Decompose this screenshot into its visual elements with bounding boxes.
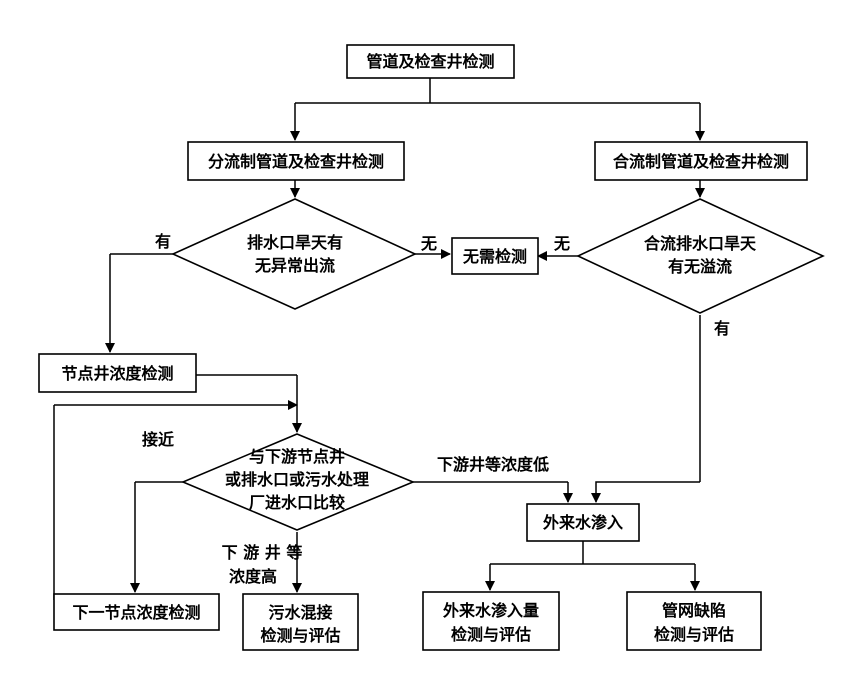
decision-overflow: 合流排水口旱天 有无溢流 <box>576 198 825 314</box>
label-downstream-high-line1: 下 游 井 等 <box>222 543 303 562</box>
decision-outlet-line2: 无异常出流 <box>254 256 335 275</box>
node-well: 节点井浓度检测 <box>38 353 197 393</box>
label-downstream-high-line2: 浓度高 <box>229 567 277 586</box>
node-infiltration-label: 外来水渗入 <box>542 513 623 532</box>
node-no-need-label: 无需检测 <box>462 247 527 266</box>
node-mixing-line2: 检测与评估 <box>260 626 340 645</box>
decision-outlet: 排水口旱天有 无异常出流 <box>171 198 417 310</box>
node-mixing: 污水混接 检测与评估 <box>242 593 359 651</box>
node-well-label: 节点井浓度检测 <box>61 364 173 383</box>
node-root: 管道及检查井检测 <box>346 44 515 79</box>
decision-overflow-line2: 有无溢流 <box>668 257 732 276</box>
node-infiltration-amount-line2: 检测与评估 <box>451 625 531 644</box>
label-close: 接近 <box>142 430 174 449</box>
label-no-left: 无 <box>420 234 437 253</box>
node-defect: 管网缺陷 检测与评估 <box>626 591 762 651</box>
node-defect-line1: 管网缺陷 <box>662 601 726 620</box>
node-next: 下一节点浓度检测 <box>53 593 220 631</box>
node-infiltration-amount: 外来水渗入量 检测与评估 <box>422 591 560 651</box>
decision-compare-line2: 或排水口或污水处理 <box>225 470 369 489</box>
node-separate-label: 分流制管道及检查井检测 <box>208 152 384 171</box>
decision-outlet-line1: 排水口旱天有 <box>247 233 343 252</box>
node-no-need: 无需检测 <box>451 237 539 275</box>
decision-overflow-line1: 合流排水口旱天 <box>644 234 757 253</box>
label-downstream-low: 下游井等浓度低 <box>437 455 549 474</box>
node-separate: 分流制管道及检查井检测 <box>187 141 405 181</box>
decision-compare-line1: 与下游节点井 <box>249 447 345 466</box>
label-yes-right: 有 <box>714 319 730 338</box>
connectors <box>53 78 705 600</box>
node-defect-line2: 检测与评估 <box>654 625 734 644</box>
node-root-label: 管道及检查井检测 <box>366 52 494 71</box>
node-combined-label: 合流制管道及检查井检测 <box>613 152 789 171</box>
node-infiltration: 外来水渗入 <box>526 503 640 542</box>
decision-compare: 与下游节点井 或排水口或污水处理 厂进水口比较 <box>180 433 416 531</box>
label-no-right: 无 <box>553 234 570 253</box>
node-combined: 合流制管道及检查井检测 <box>594 141 808 181</box>
decision-compare-line3: 厂进水口比较 <box>249 493 345 512</box>
node-infiltration-amount-line1: 外来水渗入量 <box>442 601 539 620</box>
node-next-label: 下一节点浓度检测 <box>72 603 200 622</box>
node-mixing-line1: 污水混接 <box>268 603 332 622</box>
label-yes-left: 有 <box>155 232 171 251</box>
